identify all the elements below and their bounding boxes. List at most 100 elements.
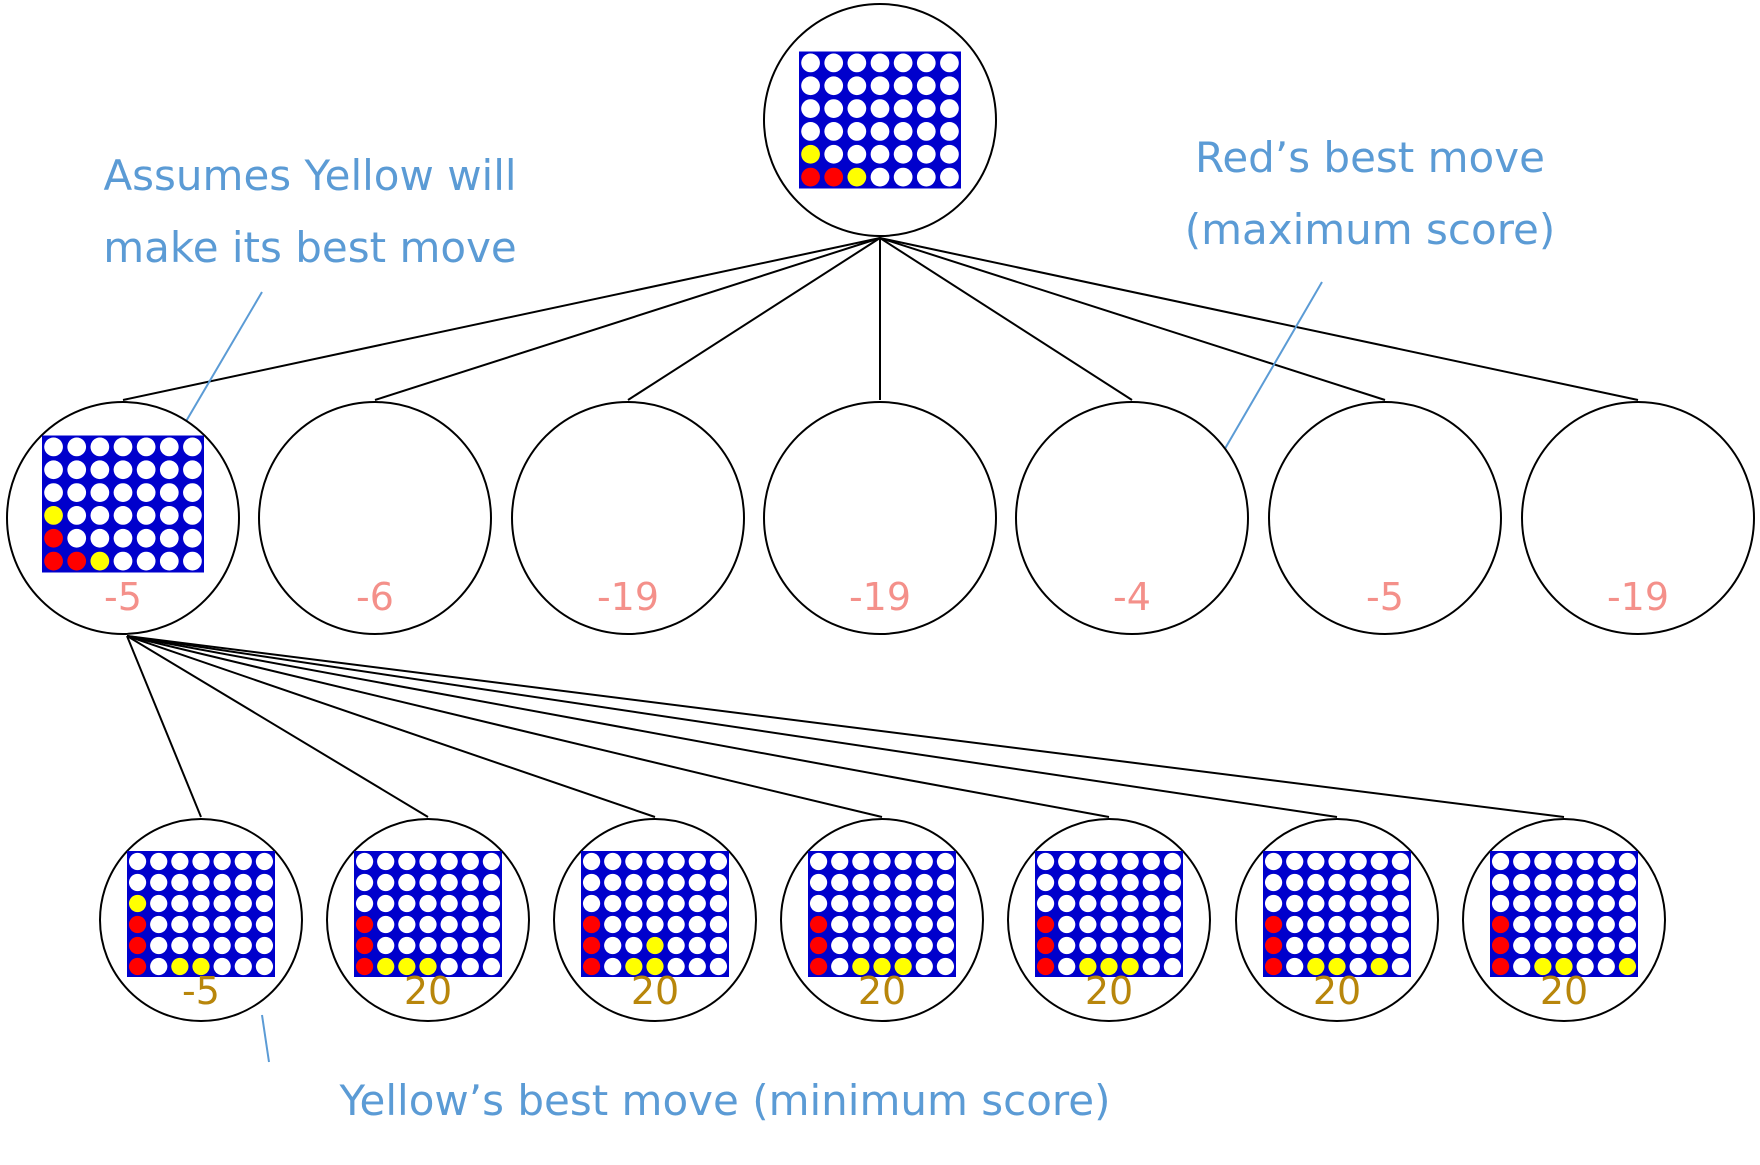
red-disc — [355, 915, 374, 934]
empty-slot — [255, 957, 274, 976]
empty-slot — [440, 915, 458, 934]
edge-child-to-grandchild — [126, 635, 429, 818]
empty-slot — [667, 936, 685, 955]
red-disc — [1264, 915, 1283, 934]
red-disc — [582, 957, 601, 976]
empty-slot — [916, 99, 936, 118]
yellow-disc — [847, 167, 867, 187]
empty-slot — [159, 483, 179, 502]
empty-slot — [171, 936, 189, 955]
empty-slot — [136, 483, 156, 502]
node-score: -5 — [182, 969, 220, 1013]
empty-slot — [419, 852, 437, 871]
empty-slot — [604, 957, 622, 976]
empty-slot — [1576, 957, 1594, 976]
empty-slot — [234, 915, 252, 934]
empty-slot — [1534, 915, 1552, 934]
empty-slot — [440, 852, 458, 871]
level2-node: 20 — [326, 818, 530, 1022]
empty-slot — [159, 528, 179, 548]
empty-slot — [482, 957, 501, 976]
connect-four-board — [1035, 851, 1183, 977]
empty-slot — [1597, 915, 1615, 934]
node-score: 20 — [1313, 969, 1361, 1013]
empty-slot — [936, 873, 955, 892]
red-disc — [1491, 957, 1510, 976]
yellow-disc — [801, 144, 820, 164]
empty-slot — [893, 99, 913, 118]
empty-slot — [159, 506, 179, 525]
empty-slot — [894, 852, 912, 871]
board-frame — [1263, 851, 1411, 977]
empty-slot — [1597, 894, 1615, 913]
empty-slot — [873, 852, 891, 871]
level1-node: -19 — [763, 401, 997, 635]
empty-slot — [461, 936, 479, 955]
empty-slot — [67, 483, 87, 502]
board-frame — [354, 851, 502, 977]
empty-slot — [1079, 936, 1097, 955]
yellow-disc — [90, 551, 110, 571]
empty-slot — [171, 852, 189, 871]
empty-slot — [688, 957, 706, 976]
empty-slot — [916, 76, 936, 96]
empty-slot — [90, 528, 110, 548]
empty-slot — [461, 894, 479, 913]
empty-slot — [1058, 957, 1076, 976]
empty-slot — [1349, 957, 1367, 976]
red-disc — [801, 167, 820, 187]
edge-child-to-grandchild — [126, 635, 656, 818]
empty-slot — [1142, 852, 1160, 871]
board-frame — [1035, 851, 1183, 977]
empty-slot — [824, 76, 844, 96]
empty-slot — [1370, 852, 1388, 871]
empty-slot — [1163, 894, 1182, 913]
empty-slot — [709, 957, 728, 976]
yellow-disc — [625, 957, 643, 976]
empty-slot — [847, 99, 867, 118]
empty-slot — [936, 894, 955, 913]
empty-slot — [67, 437, 87, 457]
empty-slot — [870, 167, 890, 187]
level1-node: -6 — [258, 401, 492, 635]
empty-slot — [915, 957, 933, 976]
empty-slot — [482, 852, 501, 871]
root-node — [763, 3, 997, 237]
empty-slot — [440, 894, 458, 913]
yellow-disc — [377, 957, 395, 976]
board-frame — [42, 435, 204, 573]
empty-slot — [1036, 852, 1055, 871]
empty-slot — [1349, 873, 1367, 892]
empty-slot — [113, 437, 133, 457]
node-score: -5 — [104, 575, 142, 619]
empty-slot — [255, 936, 274, 955]
yellow-disc — [1079, 957, 1097, 976]
node-circle — [1521, 401, 1755, 635]
empty-slot — [1576, 873, 1594, 892]
empty-slot — [1391, 873, 1410, 892]
empty-slot — [159, 551, 179, 571]
edge-root-to-child — [374, 237, 881, 401]
empty-slot — [1618, 852, 1637, 871]
empty-slot — [1163, 936, 1182, 955]
empty-slot — [213, 852, 231, 871]
empty-slot — [171, 894, 189, 913]
empty-slot — [709, 936, 728, 955]
empty-slot — [1491, 852, 1510, 871]
yellow-disc — [1555, 957, 1573, 976]
annotation-yellow-assumption-line1: Assumes Yellow will — [103, 151, 516, 200]
empty-slot — [1597, 957, 1615, 976]
empty-slot — [1058, 936, 1076, 955]
empty-slot — [915, 852, 933, 871]
yellow-disc — [873, 957, 891, 976]
board-frame — [808, 851, 956, 977]
empty-slot — [1349, 936, 1367, 955]
empty-slot — [824, 53, 844, 73]
empty-slot — [255, 915, 274, 934]
empty-slot — [213, 873, 231, 892]
empty-slot — [894, 915, 912, 934]
connect-four-board — [42, 435, 204, 573]
empty-slot — [1100, 915, 1118, 934]
empty-slot — [234, 936, 252, 955]
